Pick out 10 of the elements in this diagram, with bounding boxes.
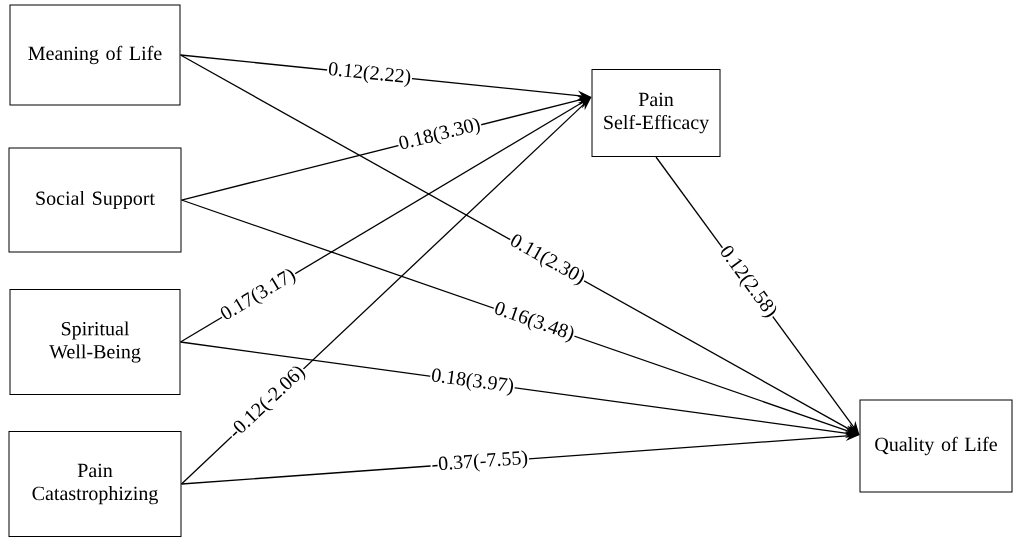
variable-box: Spiritual Well-Being <box>9 289 181 395</box>
variable-box: Pain Self-Efficacy <box>591 69 721 157</box>
edge-label: 0.18(3.97) <box>428 366 517 398</box>
variable-box: Meaning of Life <box>9 4 181 106</box>
variable-box: Quality of Life <box>859 399 1013 493</box>
edge-label: 0.18(3.30) <box>396 114 484 156</box>
edge-label: -0.37(-7.55) <box>429 448 530 477</box>
edge-label: 0.12(2.22) <box>326 59 414 89</box>
variable-box: Pain Catastrophizing <box>8 431 182 537</box>
variable-box: Social Support <box>8 147 182 253</box>
